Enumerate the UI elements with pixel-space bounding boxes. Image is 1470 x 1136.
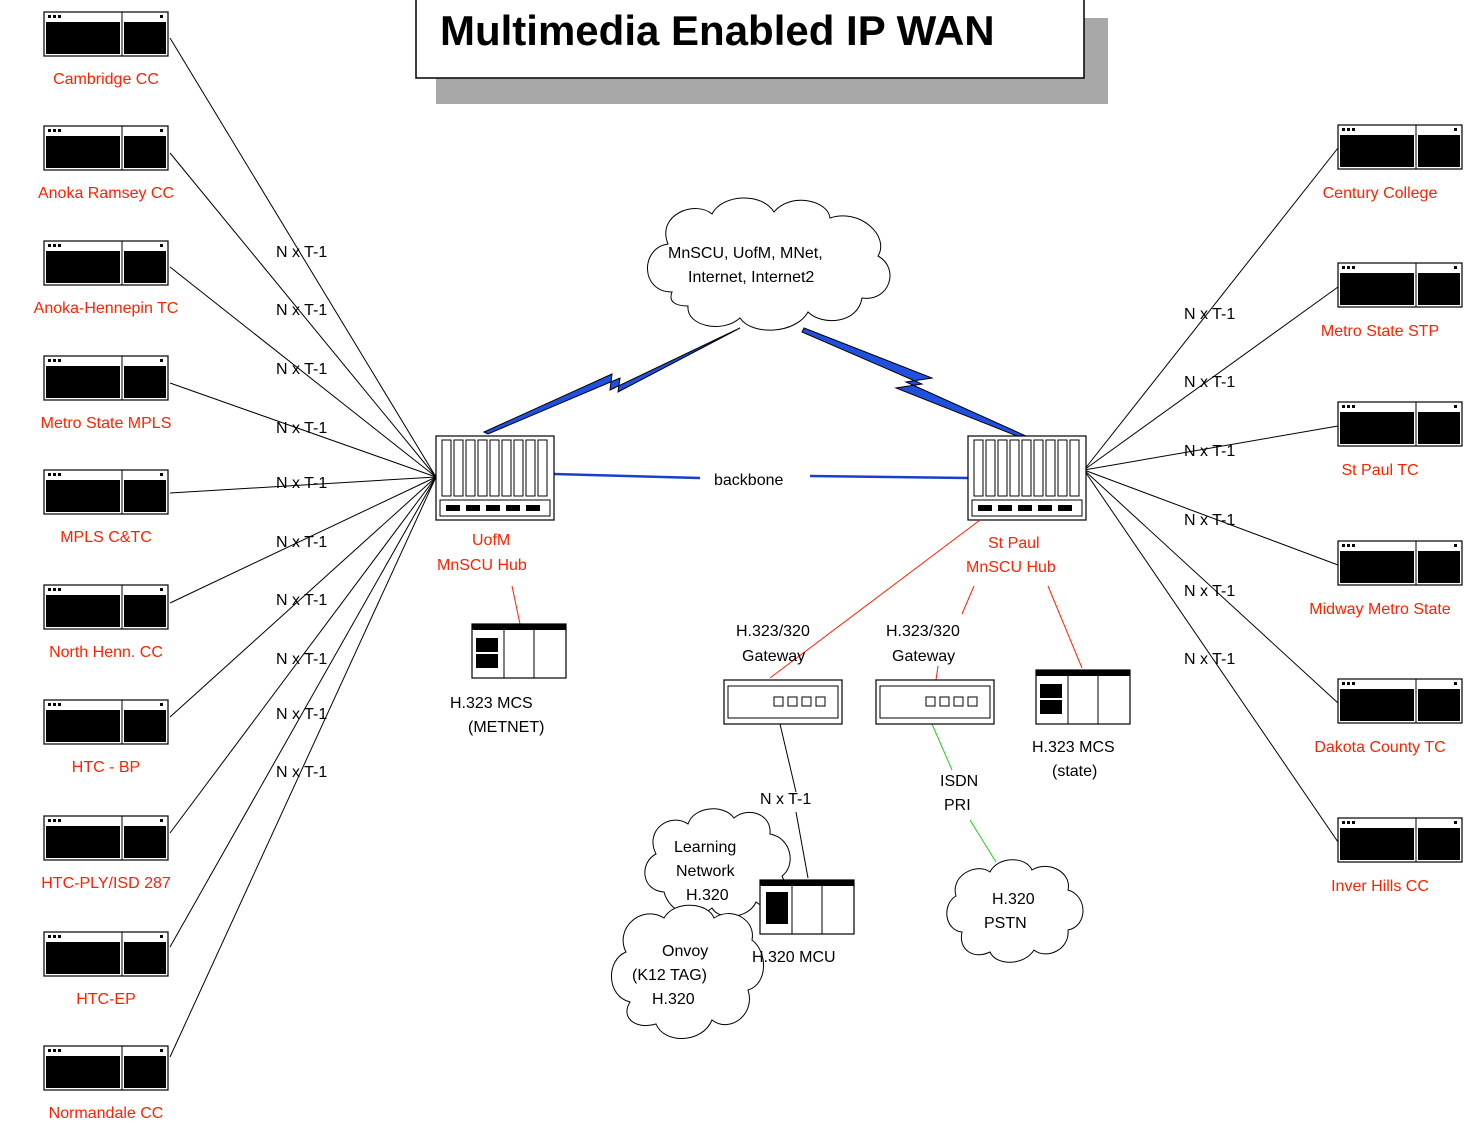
link-label: N x T-1 [1184, 443, 1235, 460]
link-label: N x T-1 [276, 764, 327, 781]
link-label: N x T-1 [276, 302, 327, 319]
mcs-state: H.323 MCS (state) [1032, 669, 1131, 780]
backbone-label: backbone [714, 472, 783, 489]
site-label: Century College [1323, 185, 1438, 202]
h320-mcu: H.320 MCU [752, 879, 855, 966]
title-box: Multimedia Enabled IP WAN [415, 0, 1108, 104]
link-label: N x T-1 [1184, 651, 1235, 668]
link-label: N x T-1 [1184, 583, 1235, 600]
site-label: Anoka Ramsey CC [38, 185, 174, 202]
onvoy-label-2: (K12 TAG) [632, 967, 707, 984]
site-label: HTC-EP [76, 991, 136, 1008]
left-links [169, 37, 437, 1058]
wan-link-left [482, 327, 741, 435]
isdn-label-1: ISDN [940, 773, 978, 790]
onvoy-cloud: Onvoy (K12 TAG) H.320 [611, 904, 765, 1039]
site-router [43, 699, 169, 745]
site-label: Normandale CC [49, 1105, 164, 1122]
link-label: N x T-1 [276, 592, 327, 609]
site-router [1337, 678, 1463, 724]
learning-label-3: H.320 [686, 887, 729, 904]
site-label: Metro State STP [1321, 323, 1439, 340]
link-label: N x T-1 [276, 475, 327, 492]
site-label: HTC - BP [72, 759, 140, 776]
stpaul-hub: St Paul MnSCU Hub [966, 435, 1087, 576]
site-label: Dakota County TC [1314, 739, 1445, 756]
mcs-metnet: H.323 MCS (METNET) [450, 623, 567, 736]
nxt1-label-gateway: N x T-1 [760, 791, 811, 808]
site-router [43, 469, 169, 515]
gateway-2-label-2: Gateway [892, 648, 955, 665]
pstn-label-1: H.320 [992, 891, 1035, 908]
site-label: Anoka-Hennepin TC [34, 300, 179, 317]
site-label: Inver Hills CC [1331, 878, 1429, 895]
stpaul-hub-label-1: St Paul [988, 535, 1040, 552]
onvoy-label-3: H.320 [652, 991, 695, 1008]
gateway-2-label-1: H.323/320 [886, 623, 960, 640]
learning-label-2: Network [676, 863, 736, 880]
site-router [43, 584, 169, 630]
site-label: MPLS C&TC [60, 529, 152, 546]
site-label: HTC-PLY/ISD 287 [41, 875, 171, 892]
learning-network-cloud: Learning Network H.320 [644, 808, 791, 917]
cloud-line-1: MnSCU, UofM, MNet, [668, 245, 823, 262]
wan-link-right [801, 327, 1028, 439]
cloud-line-2: Internet, Internet2 [688, 269, 814, 286]
site-label: Cambridge CC [53, 71, 159, 88]
isdn-label-2: PRI [944, 797, 971, 814]
mcu-label: H.320 MCU [752, 949, 836, 966]
link-label: N x T-1 [276, 420, 327, 437]
stpaul-hub-label-2: MnSCU Hub [966, 559, 1056, 576]
site-label: Midway Metro State [1309, 601, 1450, 618]
diagram-title: Multimedia Enabled IP WAN [440, 7, 995, 54]
pstn-label-2: PSTN [984, 915, 1027, 932]
site-router [1337, 401, 1463, 447]
gateway-2: H.323/320 Gateway [875, 623, 995, 725]
mcs-metnet-label-1: H.323 MCS [450, 695, 533, 712]
site-label: St Paul TC [1341, 462, 1418, 479]
link-label: N x T-1 [276, 361, 327, 378]
site-label: North Henn. CC [49, 644, 163, 661]
right-links [1083, 147, 1339, 843]
gateway-1: H.323/320 Gateway [723, 623, 843, 725]
gateway-1-label-2: Gateway [742, 648, 805, 665]
link-labels: N x T-1 N x T-1 N x T-1 N x T-1 N x T-1 N x T… [276, 244, 1235, 781]
left-sites: Cambridge CC Anoka Ramsey CC Anoka-Hennepi… [34, 11, 179, 1122]
gateway-1-label-1: H.323/320 [736, 623, 810, 640]
site-router [43, 355, 169, 401]
backbone-link: backbone [553, 472, 969, 489]
site-router [43, 1045, 169, 1091]
link-label: N x T-1 [276, 651, 327, 668]
device-links [511, 519, 1083, 879]
mcs-state-label-2: (state) [1052, 763, 1097, 780]
site-router [43, 815, 169, 861]
site-router [43, 125, 169, 171]
site-router [43, 931, 169, 977]
link-label: N x T-1 [1184, 512, 1235, 529]
site-router [1337, 540, 1463, 586]
internet-cloud: MnSCU, UofM, MNet, Internet, Internet2 [647, 197, 891, 331]
link-label: N x T-1 [1184, 374, 1235, 391]
link-label: N x T-1 [276, 706, 327, 723]
mcs-metnet-label-2: (METNET) [468, 719, 544, 736]
site-router [43, 240, 169, 286]
link-label: N x T-1 [276, 244, 327, 261]
uofm-hub-label-2: MnSCU Hub [437, 557, 527, 574]
learning-label-1: Learning [674, 839, 736, 856]
link-label: N x T-1 [276, 534, 327, 551]
uofm-hub-label-1: UofM [472, 532, 510, 549]
uofm-hub: UofM MnSCU Hub [435, 435, 555, 574]
onvoy-label-1: Onvoy [662, 943, 708, 960]
site-label: Metro State MPLS [41, 415, 172, 432]
site-router [43, 11, 169, 57]
site-router [1337, 124, 1463, 170]
link-label: N x T-1 [1184, 306, 1235, 323]
site-router [1337, 262, 1463, 308]
mcs-state-label-1: H.323 MCS [1032, 739, 1115, 756]
site-router [1337, 817, 1463, 863]
pstn-cloud: H.320 PSTN [946, 859, 1084, 963]
